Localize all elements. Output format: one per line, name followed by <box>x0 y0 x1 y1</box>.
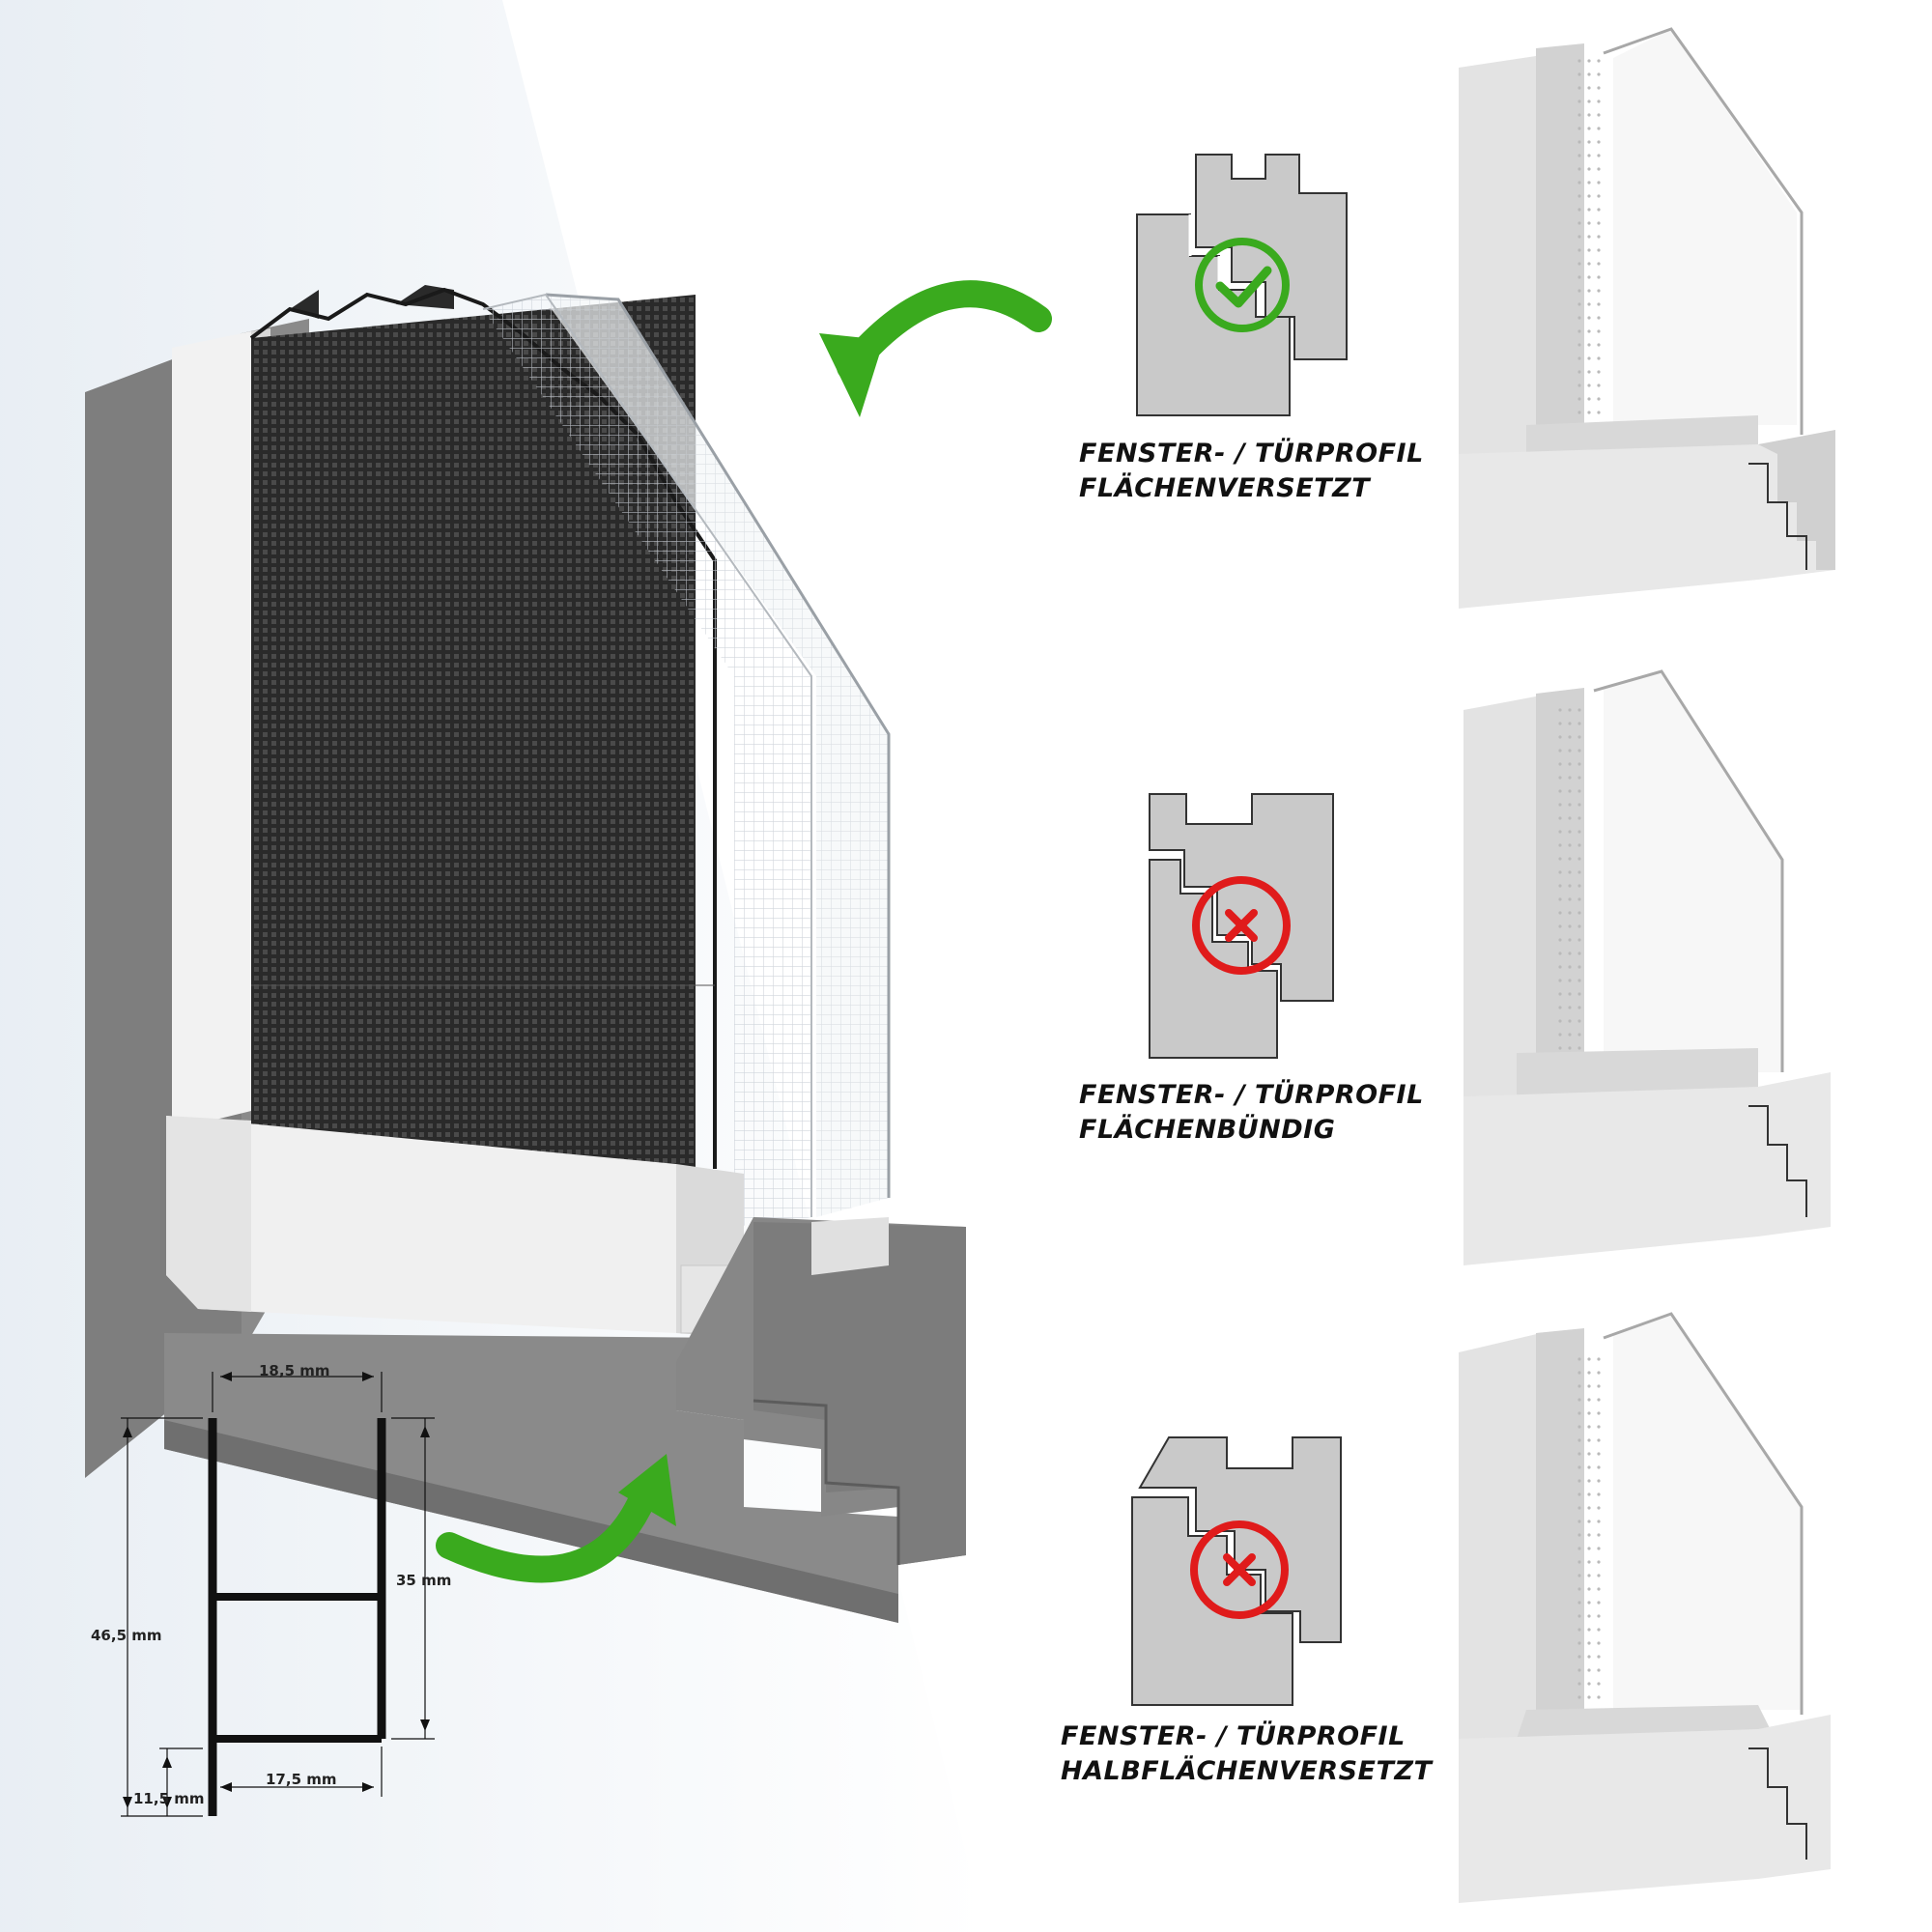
profile-label-line2: HALBFLÄCHENVERSETZT <box>1061 1756 1433 1786</box>
profile-label-halbflaechenversetzt: FENSTER- / TÜRPROFIL HALBFLÄCHENVERSETZT <box>1061 1719 1432 1789</box>
profile-label-line1: FENSTER- / TÜRPROFIL <box>1061 1721 1406 1751</box>
window-render-halbflaechenversetzt <box>1459 1312 1831 1903</box>
profile-label-line1: FENSTER- / TÜRPROFIL <box>1079 1080 1424 1110</box>
arrow-to-profile-icon <box>436 1474 661 1583</box>
main-window-cutaway <box>85 285 966 1623</box>
dimension-total-height: 46,5 mm <box>91 1627 162 1644</box>
cross-circle-icon-2 <box>1190 1520 1289 1619</box>
section-icon-halbflaechenversetzt <box>1131 1436 1342 1706</box>
dimension-inner-height: 35 mm <box>396 1572 452 1589</box>
arrow-head-icon-2 <box>618 1454 676 1526</box>
dimension-top-width: 18,5 mm <box>259 1362 330 1379</box>
profile-label-line2: FLÄCHENVERSETZT <box>1079 473 1371 503</box>
profile-dimension-drawing <box>121 1372 435 1817</box>
profile-label-flaechenversetzt: FENSTER- / TÜRPROFIL FLÄCHENVERSETZT <box>1079 437 1424 506</box>
section-icon-flaechenversetzt <box>1136 154 1348 416</box>
window-render-flaechenversetzt <box>1459 27 1835 609</box>
profile-label-line2: FLÄCHENBÜNDIG <box>1079 1115 1336 1145</box>
dimension-bottom-width: 17,5 mm <box>266 1771 337 1788</box>
profile-label-line1: FENSTER- / TÜRPROFIL <box>1079 439 1424 469</box>
cross-circle-icon <box>1192 876 1291 975</box>
arrow-head-icon <box>819 333 884 417</box>
check-circle-icon <box>1195 238 1290 332</box>
profile-label-flaechenbuendig: FENSTER- / TÜRPROFIL FLÄCHENBÜNDIG <box>1079 1078 1424 1148</box>
dimension-foot-height: 11,5 mm <box>133 1790 205 1807</box>
window-render-flaechenbuendig <box>1463 669 1831 1265</box>
